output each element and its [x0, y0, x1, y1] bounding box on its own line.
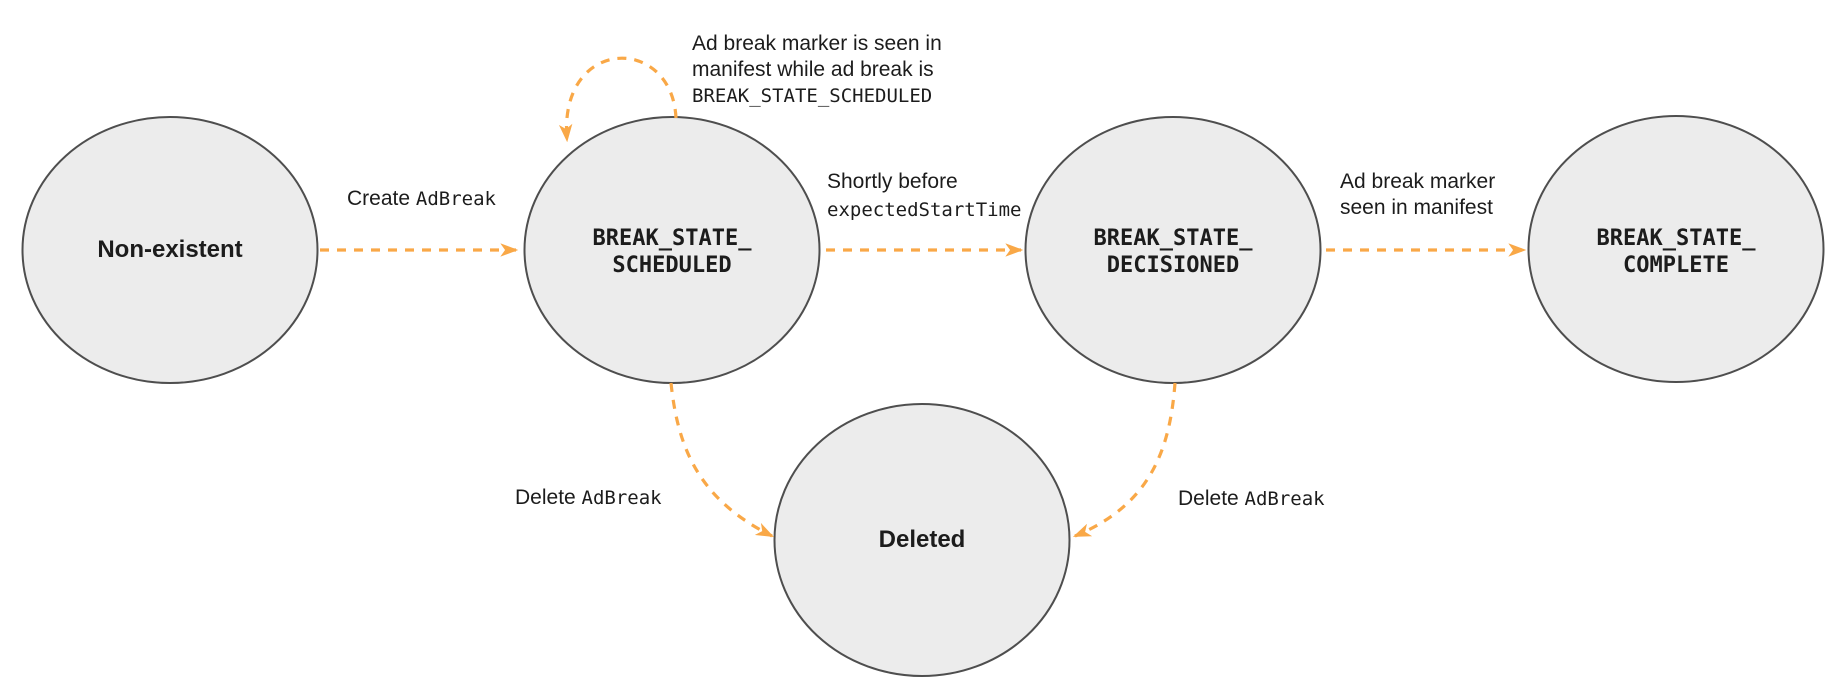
edge-label-code: BREAK_STATE_SCHEDULED — [692, 85, 933, 107]
node-label-non-existent: Non-existent — [97, 236, 242, 264]
edge-label-text: seen in manifest — [1340, 196, 1493, 219]
edge-label-text: Ad break marker is seen in — [692, 32, 942, 55]
node-label-line: SCHEDULED — [612, 253, 732, 278]
edge-label-text: Ad break marker — [1340, 170, 1496, 193]
edge-label-code: AdBreak — [415, 188, 496, 210]
edge-label-text: Delete — [1178, 487, 1245, 510]
edge-label-text: Shortly before — [827, 170, 958, 193]
edge-label-text: Create — [347, 187, 416, 210]
edge-label-code: AdBreak — [1244, 488, 1325, 510]
state-node-deleted — [773, 403, 1071, 677]
node-label-break-state-decisioned: BREAK_STATE_ DECISIONED — [1094, 225, 1253, 279]
edge-label-text: manifest while ad break is — [692, 58, 934, 81]
edge-label-create-adbreak: Create AdBreak — [347, 186, 496, 212]
edge-decisioned-to-deleted — [1072, 382, 1177, 538]
state-node-break-state-decisioned — [1024, 116, 1322, 384]
node-label-text: Non-existent — [97, 236, 243, 263]
edge-label-marker-seen: Ad break marker seen in manifest — [1340, 169, 1495, 221]
edge-label-delete-adbreak-right: Delete AdBreak — [1178, 486, 1325, 512]
state-node-break-state-complete — [1527, 115, 1825, 383]
edge-label-text: Delete — [515, 486, 582, 509]
node-label-line: DECISIONED — [1106, 253, 1240, 278]
edge-label-self-loop: Ad break marker is seen in manifest whil… — [692, 31, 942, 109]
node-label-break-state-complete: BREAK_STATE_ COMPLETE — [1597, 225, 1756, 279]
node-label-deleted: Deleted — [879, 526, 966, 554]
node-label-text: Deleted — [878, 526, 966, 553]
node-label-line: BREAK_STATE_ — [1093, 226, 1253, 251]
edge-scheduled-to-deleted — [669, 382, 775, 538]
node-label-line: BREAK_STATE_ — [1596, 226, 1756, 251]
node-label-break-state-scheduled: BREAK_STATE_ SCHEDULED — [593, 225, 752, 279]
edge-label-shortly-before: Shortly before expectedStartTime — [827, 168, 1021, 224]
node-label-line: BREAK_STATE_ — [592, 226, 752, 251]
state-node-non-existent — [21, 116, 319, 384]
edge-label-delete-adbreak-left: Delete AdBreak — [515, 485, 662, 511]
edge-label-code: AdBreak — [581, 487, 662, 509]
edge-label-code: expectedStartTime — [827, 199, 1022, 221]
node-label-line: COMPLETE — [1623, 253, 1729, 278]
